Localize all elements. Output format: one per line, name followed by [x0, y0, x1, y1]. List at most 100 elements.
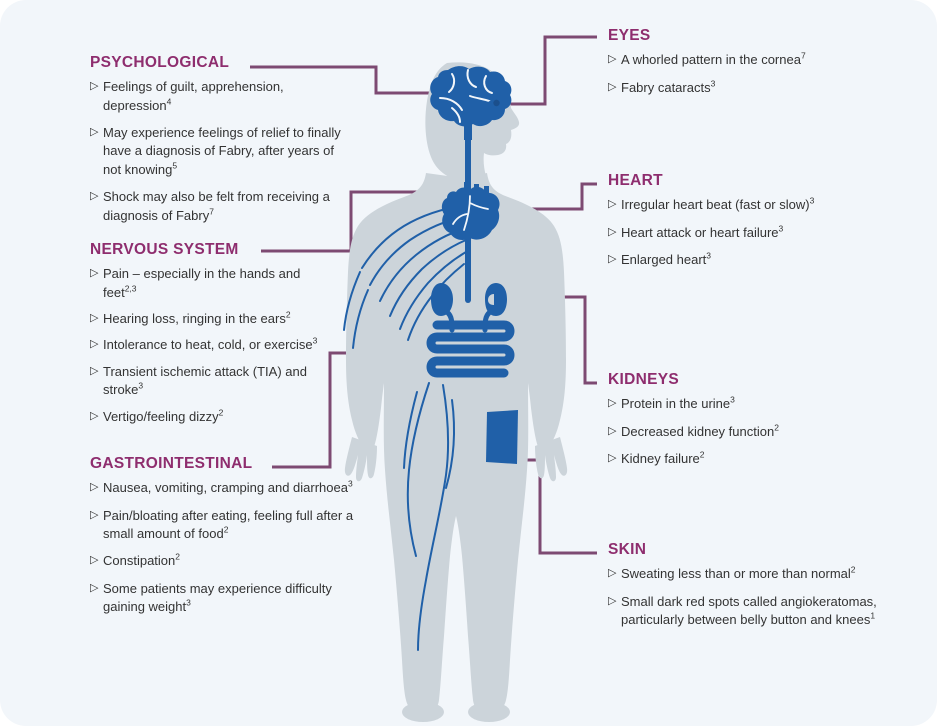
reference-marker: 2,3 — [124, 283, 137, 294]
reference-marker: 3 — [710, 78, 716, 89]
list-item-text: Intolerance to heat, cold, or exercise — [103, 337, 313, 353]
connector-skin — [515, 458, 597, 555]
list-item: ▷ Sweating less than or more than normal… — [608, 565, 908, 583]
bullet-icon: ▷ — [608, 594, 617, 607]
reference-marker: 3 — [778, 223, 784, 234]
list-item-text: Pain/bloating after eating, feeling full… — [103, 507, 354, 541]
bullet-icon: ▷ — [90, 481, 99, 494]
list-item: ▷ Transient ischemic attack (TIA) and st… — [90, 363, 330, 400]
eye-icon — [487, 99, 506, 107]
list-item-text: A whorled pattern in the cornea — [621, 52, 801, 68]
reference-marker: 3 — [706, 250, 712, 261]
reference-marker: 2 — [285, 309, 291, 320]
section-nervous-system: NERVOUS SYSTEM ▷ Pain – especially in th… — [90, 241, 330, 434]
bullet-icon: ▷ — [608, 567, 617, 580]
list-item: ▷ Nausea, vomiting, cramping and diarrho… — [90, 479, 355, 497]
reference-marker: 2 — [223, 524, 229, 535]
bullet-icon: ▷ — [608, 225, 617, 238]
bullet-icon: ▷ — [90, 311, 99, 324]
list-item: ▷ Shock may also be felt from receiving … — [90, 188, 352, 225]
reference-marker: 1 — [870, 610, 876, 621]
section-gastrointestinal: GASTROINTESTINAL ▷ Nausea, vomiting, cra… — [90, 455, 355, 617]
bullet-icon: ▷ — [90, 409, 99, 422]
reference-marker: 7 — [800, 50, 806, 61]
section-title-heart: HEART — [608, 172, 663, 189]
list-item-text: Sweating less than or more than normal — [621, 566, 851, 582]
bullet-icon: ▷ — [90, 554, 99, 567]
list-item-text: Constipation — [103, 553, 176, 569]
list-item-text: Irregular heart beat (fast or slow) — [621, 197, 810, 213]
list-item-text: Feelings of guilt, apprehension, depress… — [103, 79, 284, 113]
section-title-eyes: EYES — [608, 27, 651, 44]
section-title-psychological: PSYCHOLOGICAL — [90, 54, 230, 71]
list-item: ▷ Heart attack or heart failure3 — [608, 224, 908, 242]
section-title-nervous-system: NERVOUS SYSTEM — [90, 241, 239, 258]
bullet-icon: ▷ — [90, 338, 99, 351]
reference-marker: 2 — [175, 552, 181, 563]
list-item: ▷ Pain/bloating after eating, feeling fu… — [90, 507, 355, 544]
section-eyes: EYES ▷ A whorled pattern in the cornea7 … — [608, 27, 908, 97]
list-item: ▷ Vertigo/feeling dizzy2 — [90, 408, 330, 426]
list-item: ▷ Intolerance to heat, cold, or exercise… — [90, 336, 330, 354]
reference-marker: 3 — [186, 597, 191, 608]
reference-marker: 3 — [347, 478, 353, 489]
list-item-text: Fabry cataracts — [621, 79, 711, 95]
bullet-icon: ▷ — [608, 80, 617, 93]
connector-lines — [250, 35, 597, 555]
list-item: ▷ Enlarged heart3 — [608, 251, 908, 269]
body-silhouette — [344, 62, 568, 722]
list-item: ▷ Kidney failure2 — [608, 450, 908, 468]
bullet-icon: ▷ — [90, 125, 99, 138]
section-list-skin: ▷ Sweating less than or more than normal… — [608, 565, 908, 629]
bullet-icon: ▷ — [608, 198, 617, 211]
section-title-gastrointestinal: GASTROINTESTINAL — [90, 455, 253, 472]
list-item: ▷ Small dark red spots called angiokerat… — [608, 593, 908, 630]
reference-marker: 3 — [312, 336, 318, 347]
connector-nervous — [261, 190, 450, 253]
list-item: ▷ Protein in the urine3 — [608, 395, 908, 413]
reference-marker: 2 — [699, 449, 705, 460]
section-list-heart: ▷ Irregular heart beat (fast or slow)3 ▷… — [608, 196, 908, 269]
list-item: ▷ Decreased kidney function2 — [608, 423, 908, 441]
connector-heart — [505, 182, 597, 211]
skin-patch-icon — [486, 410, 518, 464]
list-item-text: Some patients may experience difficulty … — [103, 580, 332, 615]
section-title-skin: SKIN — [608, 541, 647, 558]
heart-icon — [441, 182, 500, 241]
section-list-psychological: ▷ Feelings of guilt, apprehension, depre… — [90, 78, 352, 225]
reference-marker: 3 — [138, 380, 144, 391]
section-skin: SKIN ▷ Sweating less than or more than n… — [608, 541, 908, 629]
reference-marker: 5 — [172, 160, 178, 171]
bullet-icon: ▷ — [608, 424, 617, 437]
reference-marker: 3 — [730, 394, 735, 405]
leg-nerves-icon — [403, 382, 455, 651]
reference-marker: 2 — [218, 407, 224, 418]
connector-psychological — [250, 65, 432, 95]
bullet-icon: ▷ — [90, 190, 99, 203]
section-list-kidneys: ▷ Protein in the urine3 ▷ Decreased kidn… — [608, 395, 908, 468]
list-item-text: Vertigo/feeling dizzy — [103, 408, 219, 424]
list-item: ▷ Irregular heart beat (fast or slow)3 — [608, 196, 908, 214]
reference-marker: 2 — [774, 422, 779, 433]
list-item-text: Kidney failure — [621, 450, 700, 466]
list-item-text: May experience feelings of relief to fin… — [103, 124, 341, 177]
reference-marker: 7 — [209, 206, 214, 217]
list-item: ▷ Fabry cataracts3 — [608, 79, 908, 97]
list-item: ▷ A whorled pattern in the cornea7 — [608, 51, 908, 69]
list-item: ▷ Feelings of guilt, apprehension, depre… — [90, 78, 352, 115]
list-item-text: Transient ischemic attack (TIA) and stro… — [103, 363, 307, 398]
section-heart: HEART ▷ Irregular heart beat (fast or sl… — [608, 172, 908, 269]
bullet-icon: ▷ — [608, 252, 617, 265]
bullet-icon: ▷ — [90, 508, 99, 521]
bullet-icon: ▷ — [608, 397, 617, 410]
section-psychological: PSYCHOLOGICAL ▷ Feelings of guilt, appre… — [90, 54, 352, 225]
list-item-text: Protein in the urine — [621, 396, 731, 412]
list-item-text: Heart attack or heart failure — [621, 224, 779, 240]
list-item-text: Pain – especially in the hands and feet — [103, 266, 301, 300]
reference-marker: 2 — [850, 564, 856, 575]
section-kidneys: KIDNEYS ▷ Protein in the urine3 ▷ Decrea… — [608, 371, 908, 468]
section-list-gastrointestinal: ▷ Nausea, vomiting, cramping and diarrho… — [90, 479, 355, 617]
list-item: ▷ Pain – especially in the hands and fee… — [90, 265, 330, 302]
intestines-icon — [426, 320, 515, 378]
